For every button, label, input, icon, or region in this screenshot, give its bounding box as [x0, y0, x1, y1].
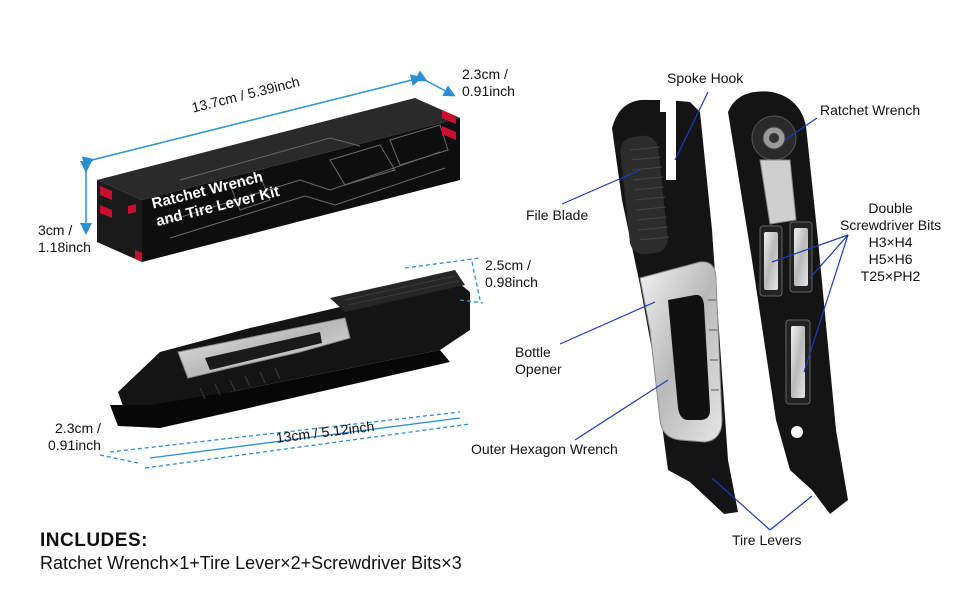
ratchet-wrench-label: Ratchet Wrench — [820, 102, 921, 118]
bottle-opener-line2: Opener — [515, 361, 562, 377]
box-width-line — [414, 70, 456, 97]
bit-h5-h6: H5×H6 — [868, 251, 913, 267]
open-tool-right — [728, 91, 848, 514]
product-box — [97, 98, 460, 262]
tool-height-in: 0.98inch — [485, 274, 538, 290]
tool-width-cm: 2.3cm / — [55, 420, 101, 436]
bit-t25-ph2: T25×PH2 — [860, 268, 921, 284]
box-width-in: 0.91inch — [462, 83, 515, 99]
tool-height-cm: 2.5cm / — [485, 257, 531, 273]
open-tool-left — [612, 99, 738, 514]
tire-levers-label: Tire Levers — [732, 532, 802, 548]
tool-width-label: 2.3cm / 0.91inch — [48, 420, 101, 454]
bottle-opener-label: Bottle Opener — [515, 344, 562, 378]
tool-dimension-lines — [99, 257, 484, 469]
box-length-line — [81, 74, 423, 169]
box-width-cm: 2.3cm / — [462, 66, 508, 82]
box-width-label: 2.3cm / 0.91inch — [462, 66, 515, 100]
file-blade-label: File Blade — [526, 207, 589, 223]
closed-tool — [110, 270, 470, 428]
includes-title: INCLUDES: — [40, 530, 148, 551]
callout-lines — [559, 91, 849, 531]
box-height-cm: 3cm / — [38, 222, 73, 238]
spoke-hook-label: Spoke Hook — [667, 70, 744, 86]
tool-height-label: 2.5cm / 0.98inch — [485, 257, 538, 291]
box-height-in: 1.18inch — [38, 239, 91, 255]
bit-h3-h4: H3×H4 — [868, 234, 913, 250]
double-bits-line1: Double — [868, 200, 913, 216]
hex-wrench-label: Outer Hexagon Wrench — [471, 441, 618, 457]
double-bits-label: Double Screwdriver Bits H3×H4 H5×H6 T25×… — [840, 200, 941, 285]
bottle-opener-line1: Bottle — [515, 344, 551, 360]
double-bits-line2: Screwdriver Bits — [840, 217, 942, 233]
tool-length-line — [149, 417, 461, 459]
tool-width-in: 0.91inch — [48, 437, 101, 453]
includes-text: Ratchet Wrench×1+Tire Lever×2+Screwdrive… — [40, 553, 462, 573]
box-height-label: 3cm / 1.18inch — [38, 222, 91, 256]
